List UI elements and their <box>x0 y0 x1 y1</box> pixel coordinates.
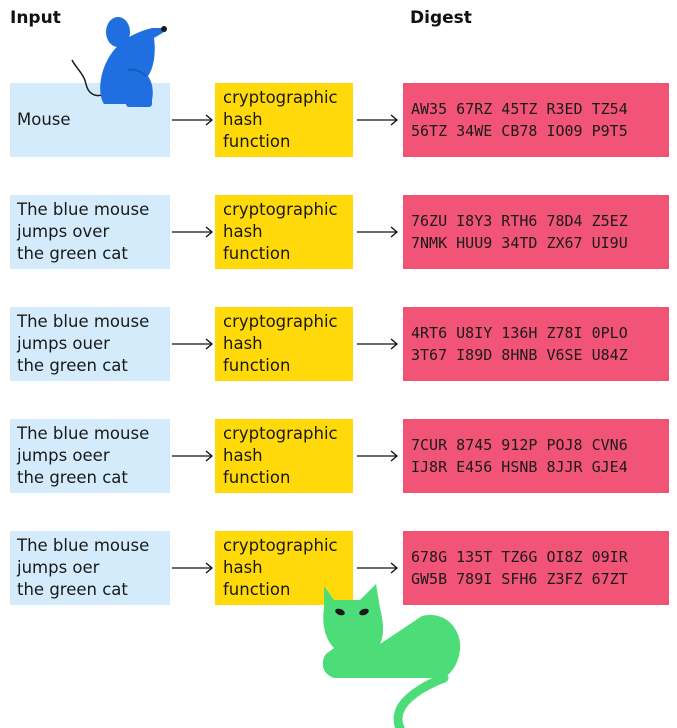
arrow-right-icon <box>357 338 399 350</box>
hash-row: Mouse cryptographic hash function AW35 6… <box>0 83 677 157</box>
digest-line: 3T67 I89D 8HNB V6SE U84Z <box>411 346 628 364</box>
input-text-box: The blue mouse jumps over the green cat <box>10 195 170 269</box>
input-heading: Input <box>10 8 61 28</box>
hash-row: The blue mouse jumps over the green cat … <box>0 195 677 269</box>
hash-row: The blue mouse jumps oer the green cat c… <box>0 531 677 605</box>
digest-box: 4RT6 U8IY 136H Z78I 0PLO 3T67 I89D 8HNB … <box>403 307 669 381</box>
digest-line: IJ8R E456 HSNB 8JJR GJE4 <box>411 458 628 476</box>
hash-function-box: cryptographic hash function <box>215 531 353 605</box>
digest-line: 76ZU I8Y3 RTH6 78D4 Z5EZ <box>411 212 628 230</box>
arrow-right-icon <box>357 114 399 126</box>
hash-function-box: cryptographic hash function <box>215 307 353 381</box>
digest-box: 7CUR 8745 912P POJ8 CVN6 IJ8R E456 HSNB … <box>403 419 669 493</box>
digest-line: 56TZ 34WE CB78 IO09 P9T5 <box>411 122 628 140</box>
arrow-right-icon <box>172 450 214 462</box>
digest-box: 76ZU I8Y3 RTH6 78D4 Z5EZ 7NMK HUU9 34TD … <box>403 195 669 269</box>
digest-line: GW5B 789I SFH6 Z3FZ 67ZT <box>411 570 628 588</box>
digest-heading: Digest <box>410 8 472 28</box>
hash-function-box: cryptographic hash function <box>215 419 353 493</box>
digest-line: 678G 135T TZ6G OI8Z 09IR <box>411 548 628 566</box>
digest-box: AW35 67RZ 45TZ R3ED TZ54 56TZ 34WE CB78 … <box>403 83 669 157</box>
arrow-right-icon <box>172 226 214 238</box>
hash-function-box: cryptographic hash function <box>215 195 353 269</box>
arrow-right-icon <box>172 562 214 574</box>
digest-box: 678G 135T TZ6G OI8Z 09IR GW5B 789I SFH6 … <box>403 531 669 605</box>
digest-line: AW35 67RZ 45TZ R3ED TZ54 <box>411 100 628 118</box>
digest-line: 7CUR 8745 912P POJ8 CVN6 <box>411 436 628 454</box>
hash-row: The blue mouse jumps ouer the green cat … <box>0 307 677 381</box>
arrow-right-icon <box>357 450 399 462</box>
input-text-box: The blue mouse jumps oer the green cat <box>10 531 170 605</box>
digest-line: 7NMK HUU9 34TD ZX67 UI9U <box>411 234 628 252</box>
arrow-right-icon <box>172 338 214 350</box>
hash-function-box: cryptographic hash function <box>215 83 353 157</box>
arrow-right-icon <box>357 226 399 238</box>
hash-row: The blue mouse jumps oeer the green cat … <box>0 419 677 493</box>
input-text-box: The blue mouse jumps oeer the green cat <box>10 419 170 493</box>
input-text-box: The blue mouse jumps ouer the green cat <box>10 307 170 381</box>
arrow-right-icon <box>357 562 399 574</box>
cat-icon <box>322 584 461 728</box>
digest-line: 4RT6 U8IY 136H Z78I 0PLO <box>411 324 628 342</box>
mouse-icon <box>71 17 167 107</box>
arrow-right-icon <box>172 114 214 126</box>
